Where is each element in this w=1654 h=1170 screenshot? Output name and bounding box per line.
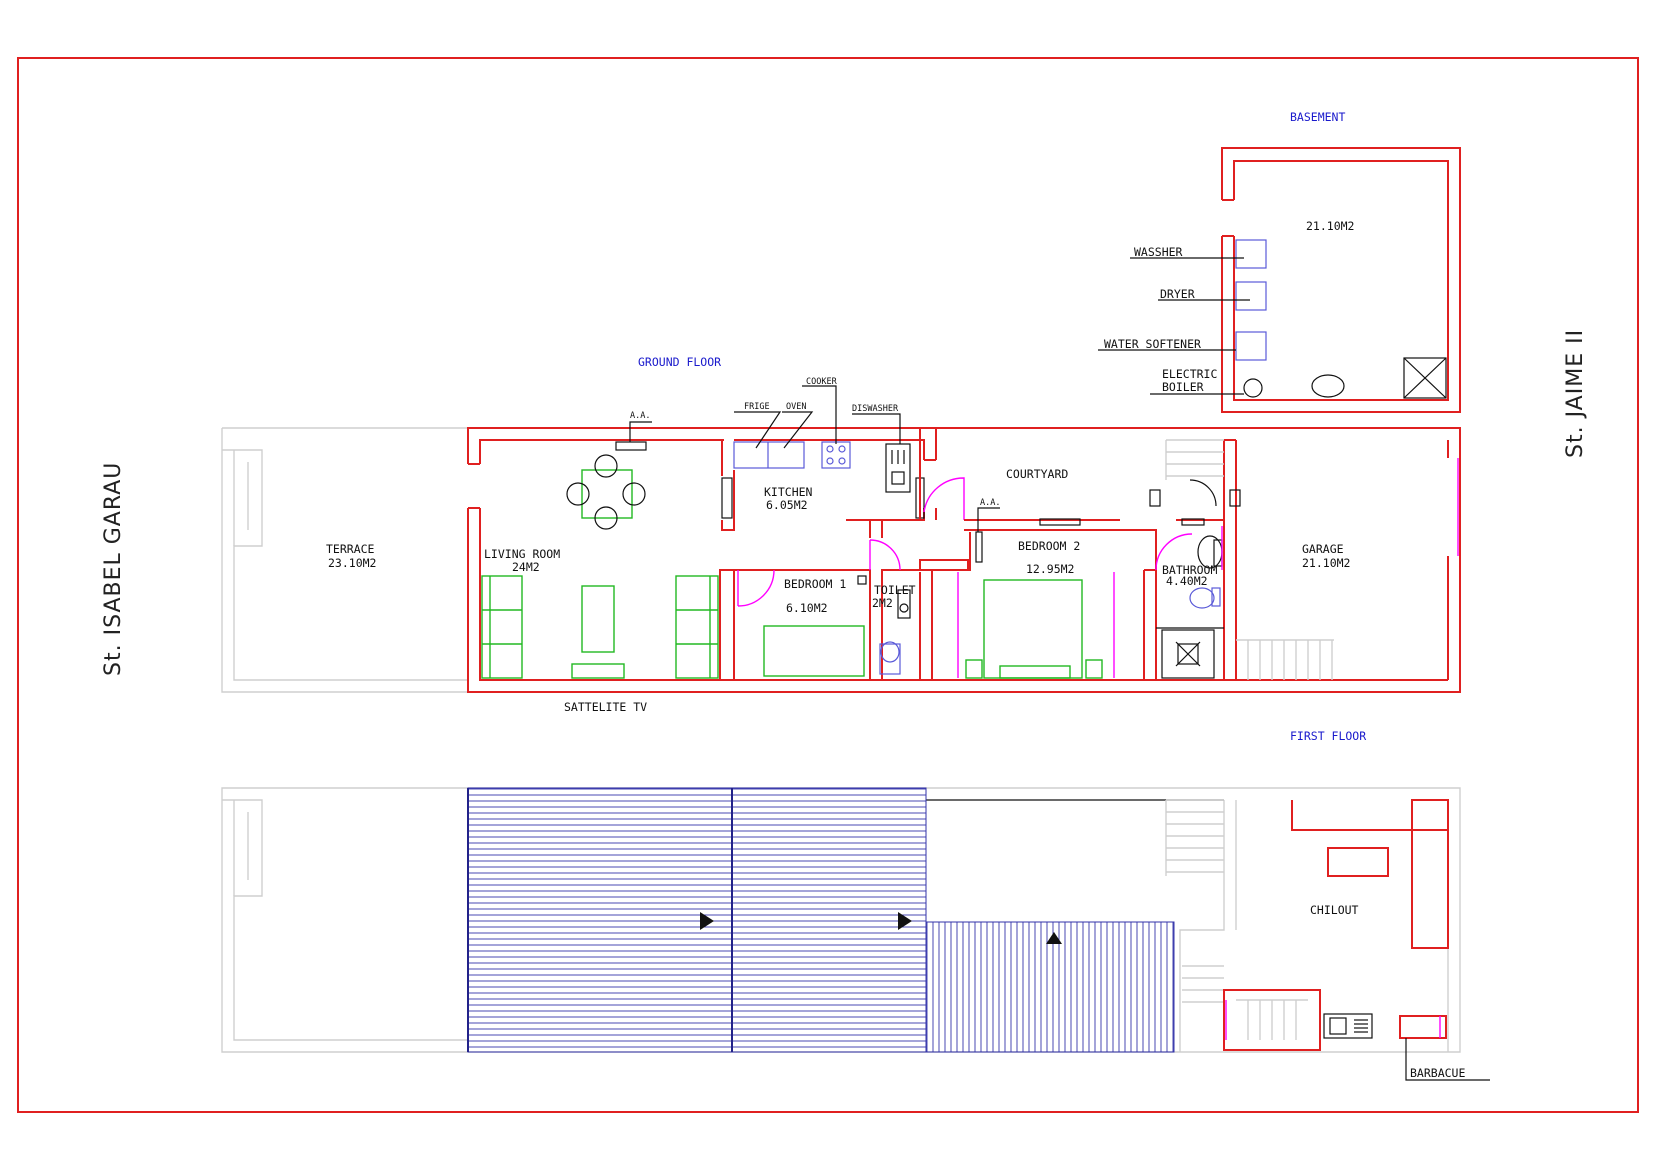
washer-unit (1235, 239, 1267, 269)
dryer-unit (1235, 281, 1267, 311)
garage-area: 21.10M2 (1302, 556, 1350, 570)
fridge-label: FRIGE (744, 402, 770, 412)
courtyard-name: COURTYARD (1006, 467, 1068, 481)
softener-unit (1235, 331, 1267, 361)
living-area: 24M2 (512, 560, 540, 574)
bathroom-name: BATHROOM (1162, 563, 1217, 577)
barbecue-unit (1223, 989, 1321, 1051)
ground-floor-plan: FRIGE OVEN COOKER DISWASHER A.A. (221, 377, 1461, 714)
ground-floor-label: GROUND FLOOR (638, 355, 721, 369)
tv-label: SATTELITE TV (564, 700, 647, 714)
bedroom2-name: BEDROOM 2 (1018, 539, 1080, 553)
first-floor-plan: CHILOUT BARBACUE (221, 787, 1490, 1081)
grill-unit (1399, 1015, 1447, 1039)
living-sofas (481, 575, 719, 679)
bedroom1-bed (763, 625, 865, 677)
cooker-unit (821, 441, 851, 469)
roof-hatch-1 (467, 787, 733, 1053)
chillout-name: CHILOUT (1310, 903, 1359, 917)
boiler-label-2: BOILER (1162, 380, 1204, 394)
slope-arrow-3 (1046, 932, 1062, 944)
kitchen-area: 6.05M2 (766, 498, 808, 512)
aa-unit-living (615, 441, 647, 451)
bedroom2-area: 12.95M2 (1026, 562, 1074, 576)
slope-arrow-2 (898, 912, 912, 930)
roof-hatch-2 (731, 787, 927, 1053)
boiler-label-1: ELECTRIC (1162, 367, 1217, 381)
dishwasher-unit (885, 443, 911, 493)
terrace-area: 23.10M2 (328, 556, 376, 570)
terrace-name: TERRACE (326, 542, 375, 556)
aa-label-living: A.A. (630, 411, 650, 421)
kitchen-name: KITCHEN (764, 485, 813, 499)
dishwasher-label: DISWASHER (852, 404, 899, 414)
basement-floor-label: BASEMENT (1290, 110, 1345, 124)
dryer-label: DRYER (1160, 287, 1195, 301)
sheet-frame (17, 57, 1639, 1113)
garage-name: GARAGE (1302, 542, 1344, 556)
dining-table (566, 454, 646, 530)
toilet-name: TOILET (874, 583, 916, 597)
basement-area: 21.10M2 (1306, 219, 1354, 233)
chillout-bench (1411, 799, 1449, 831)
basement-shower (1403, 357, 1447, 399)
cooker-label: COOKER (806, 377, 838, 387)
oven-label: OVEN (786, 402, 806, 412)
barbecue-label: BARBACUE (1410, 1066, 1465, 1080)
washer-label: WASSHER (1134, 245, 1183, 259)
street-right-label: St. JAIME II (1563, 329, 1588, 458)
aa-label-bedroom2: A.A. (980, 498, 1000, 508)
basement-plan: WASSHER DRYER WATER SOFTENER ELECTRIC BO… (1098, 147, 1461, 413)
softener-label: WATER SOFTENER (1104, 337, 1201, 351)
boiler-unit (1243, 378, 1263, 398)
bedroom2-bed (965, 579, 1103, 679)
sink-unit (1323, 1013, 1373, 1039)
chillout-table (1327, 847, 1389, 877)
bedroom1-name: BEDROOM 1 (784, 577, 846, 591)
basement-basin (1311, 374, 1345, 398)
first-floor-label: FIRST FLOOR (1290, 729, 1366, 743)
bathroom-area: 4.40M2 (1166, 574, 1208, 588)
bedroom1-area: 6.10M2 (786, 601, 828, 615)
slope-arrow-1 (700, 912, 714, 930)
street-left-label: St. ISABEL GARAU (101, 462, 126, 676)
toilet-area: 2M2 (872, 596, 893, 610)
living-name: LIVING ROOM (484, 547, 560, 561)
